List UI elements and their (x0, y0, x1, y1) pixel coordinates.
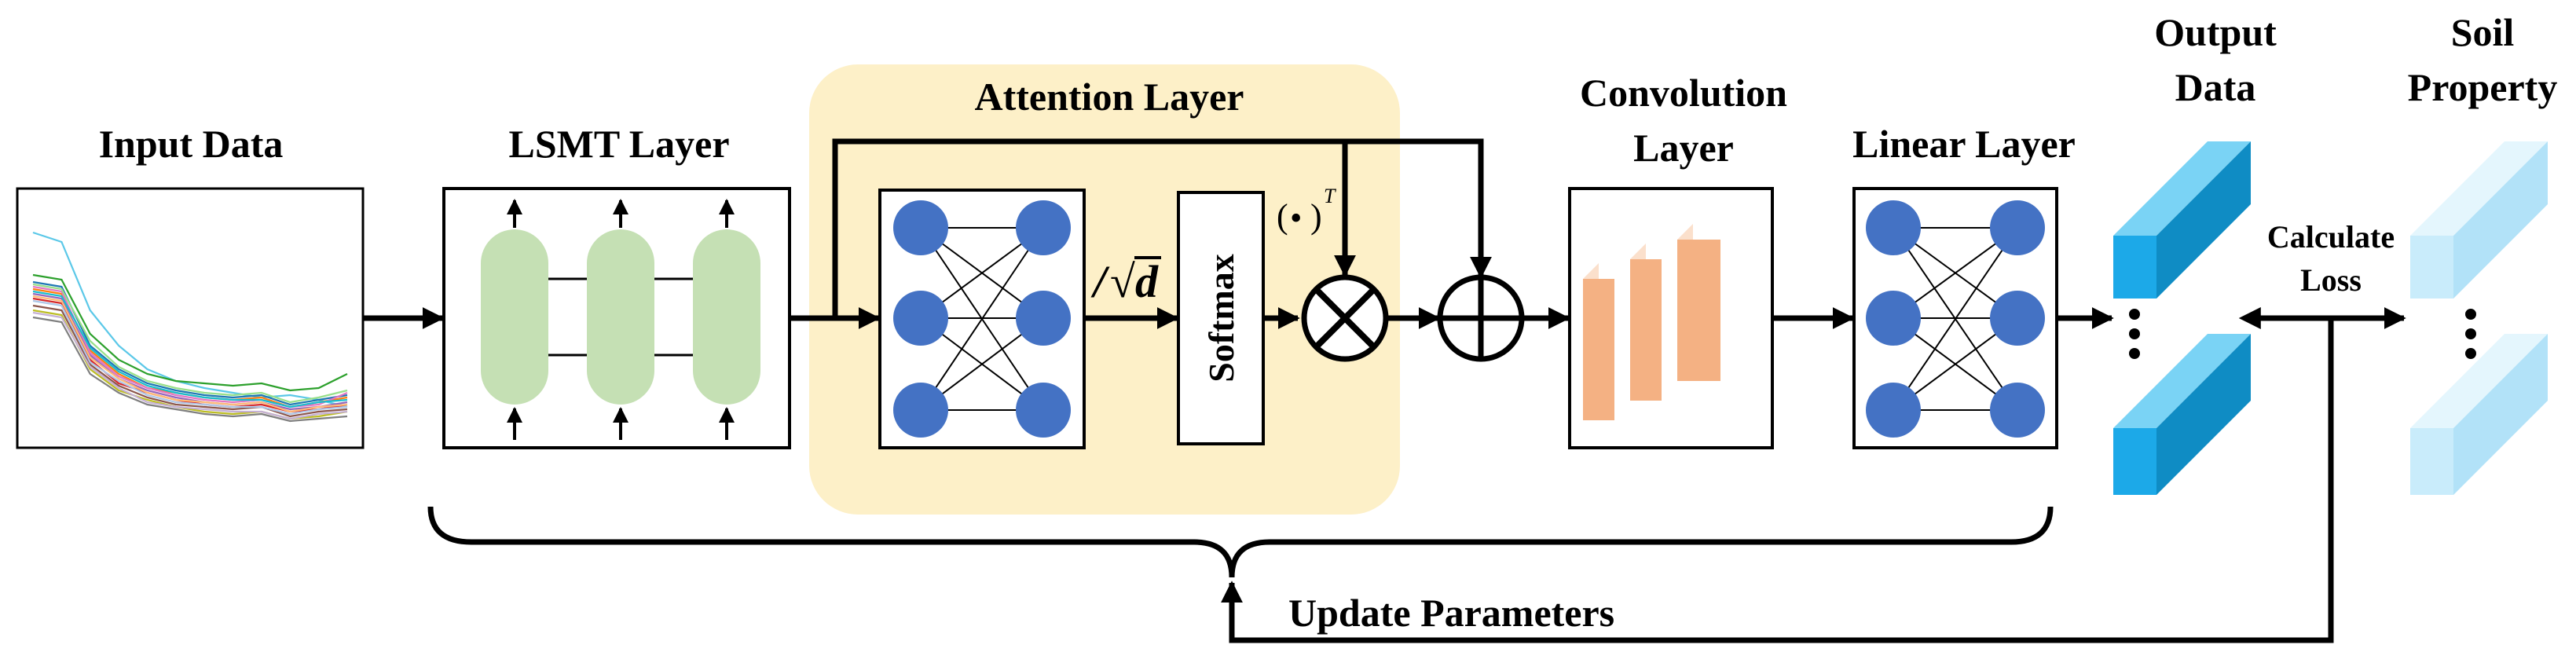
soil-property-label-line1: Soil (2451, 10, 2515, 54)
transpose-sup: T (1324, 185, 1336, 207)
output-data-cuboid-bottom (2113, 334, 2251, 495)
output-data-label-line2: Data (2175, 65, 2256, 109)
output-data-label-line1: Output (2154, 10, 2277, 54)
conv-feature-map-1 (1583, 263, 1614, 420)
lstm-cell-2 (587, 229, 654, 405)
soil-property-cuboid-top (2410, 141, 2548, 299)
attention-node-out-2 (1016, 291, 1071, 346)
scale-d: d (1135, 256, 1159, 307)
spectral-curve-10 (32, 290, 348, 408)
attention-edge-3-1 (920, 227, 1044, 411)
spectral-curve-2 (32, 273, 348, 392)
soil-property-ellipsis (2465, 309, 2476, 359)
softmax-label: Softmax (1201, 254, 1241, 383)
soil-property-label-line2: Property (2408, 65, 2558, 109)
soil-property-cuboid-bottom (2410, 334, 2548, 495)
spectral-curve-15 (32, 295, 348, 413)
spectral-curve-12 (32, 299, 348, 416)
spectral-curves (32, 231, 348, 423)
linear-node-in-2 (1866, 291, 1921, 346)
lstm-layer-label: LSMT Layer (508, 122, 729, 166)
input-data-label: Input Data (99, 122, 284, 166)
attention-layer-label: Attention Layer (975, 75, 1244, 119)
update-parameters-brace (427, 506, 2054, 578)
transpose-close: ) (1310, 197, 1322, 236)
attention-network-nodes (893, 200, 1071, 438)
transpose-open: ( (1277, 197, 1288, 236)
conv-feature-map-3 (1677, 224, 1720, 381)
spectral-curve-13 (32, 283, 348, 404)
transpose-annotation: ( • ) T (1277, 185, 1336, 237)
linear-node-out-3 (1990, 383, 2045, 438)
scale-factor-label: / √ d (1090, 256, 1161, 307)
calculate-loss-label-line1: Calculate (2267, 219, 2395, 255)
linear-node-out-2 (1990, 291, 2045, 346)
linear-layer-block (1852, 187, 2058, 449)
spectral-curve-14 (32, 311, 348, 420)
multiply-operator (1301, 274, 1389, 362)
input-data-plot (16, 187, 365, 449)
attention-network-block (878, 189, 1086, 449)
attention-node-out-3 (1016, 383, 1071, 438)
spectral-curve-11 (32, 316, 348, 423)
convolution-layer-label-line1: Convolution (1580, 71, 1787, 115)
attention-node-in-1 (893, 200, 948, 255)
lstm-cell-3 (693, 229, 760, 405)
output-data-ellipsis (2129, 309, 2140, 359)
attention-node-in-2 (893, 291, 948, 346)
spectral-curve-6 (32, 292, 348, 411)
loss-feedback-line (1221, 318, 2334, 643)
linear-node-in-1 (1866, 200, 1921, 255)
linear-node-in-3 (1866, 383, 1921, 438)
conv-feature-map-2 (1630, 244, 1662, 401)
spectral-curve-7 (32, 304, 348, 418)
update-parameters-label: Update Parameters (1288, 591, 1614, 635)
convolution-layer-block (1568, 187, 1774, 449)
linear-layer-label: Linear Layer (1852, 122, 2076, 166)
linear-node-out-1 (1990, 200, 2045, 255)
scale-sqrt: √ (1110, 256, 1135, 307)
attention-node-in-3 (893, 383, 948, 438)
linear-network-nodes (1866, 200, 2045, 438)
add-operator (1437, 274, 1525, 362)
attention-node-out-1 (1016, 200, 1071, 255)
lstm-cell-1 (481, 229, 548, 405)
calculate-loss-label-line2: Loss (2300, 262, 2362, 298)
spectral-curve-4 (32, 280, 348, 406)
convolution-layer-label-line2: Layer (1633, 126, 1734, 170)
lstm-layer-block (442, 187, 791, 449)
spectral-curve-1 (32, 231, 348, 408)
residual-skip-path (832, 138, 1492, 318)
transpose-dot: • (1290, 199, 1302, 237)
output-data-cuboid-top (2113, 141, 2251, 299)
linear-edge-3-1 (1893, 227, 2018, 411)
